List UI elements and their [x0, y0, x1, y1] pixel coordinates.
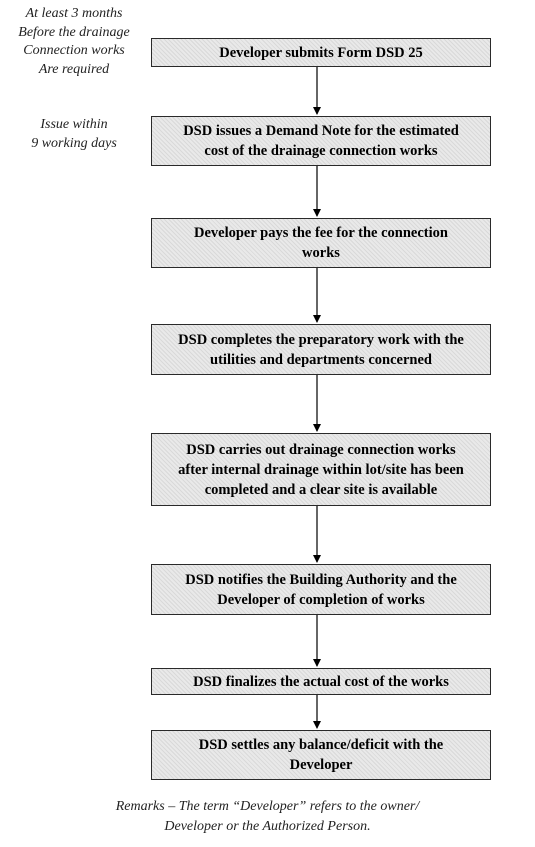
step-text: DSD completes the preparatory work with …: [178, 331, 464, 348]
side-note-line: Issue within: [40, 117, 108, 132]
step-text: DSD settles any balance/deficit with the: [198, 737, 444, 753]
remarks-line: Developer or the Authorized Person.: [164, 819, 371, 834]
step-text: Developer submits Form DSD 25: [219, 44, 423, 61]
step-text: Developer pays the fee for the connectio…: [194, 225, 448, 241]
step-text: DSD issues a Demand Note for the estimat…: [183, 123, 459, 139]
side-note-line: At least 3 months: [25, 6, 123, 21]
side-note-line: Connection works: [23, 43, 125, 58]
remarks-note: Remarks – The term “Developer” refers to…: [0, 797, 535, 837]
step-text: works: [302, 245, 340, 261]
step-text: Developer: [289, 757, 353, 773]
step-text: Developer of completion of works: [217, 591, 425, 608]
step-connection-works: DSD carries out drainage connection work…: [151, 433, 491, 506]
step-issue-demand-note: DSD issues a Demand Note for the estimat…: [151, 116, 491, 166]
step-pay-fee: Developer pays the fee for the connectio…: [151, 218, 491, 268]
step-text: DSD notifies the Building Authority and …: [185, 571, 457, 588]
step-text: utilities and departments concerned: [210, 351, 432, 368]
step-preparatory-work: DSD completes the preparatory work with …: [151, 324, 491, 375]
side-note-line: 9 working days: [31, 135, 117, 151]
side-note-issue-deadline: Issue within 9 working days: [0, 116, 148, 153]
step-settle-balance: DSD settles any balance/deficit with the…: [151, 730, 491, 780]
step-text: completed and a clear site is available: [204, 481, 438, 498]
remarks-line: Remarks – The term “Developer” refers to…: [115, 799, 420, 814]
step-text: after internal drainage within lot/site …: [178, 461, 464, 478]
step-text: cost of the drainage connection works: [204, 143, 438, 159]
side-note-timing: At least 3 months Before the drainage Co…: [0, 5, 148, 79]
step-submit-form: Developer submits Form DSD 25: [151, 38, 491, 67]
step-notify-completion: DSD notifies the Building Authority and …: [151, 564, 491, 615]
step-text: DSD carries out drainage connection work…: [186, 441, 456, 458]
step-finalize-cost: DSD finalizes the actual cost of the wor…: [151, 668, 491, 695]
side-note-line: Are required: [38, 61, 110, 77]
side-note-line: Before the drainage: [18, 24, 130, 40]
step-text: DSD finalizes the actual cost of the wor…: [193, 673, 449, 690]
